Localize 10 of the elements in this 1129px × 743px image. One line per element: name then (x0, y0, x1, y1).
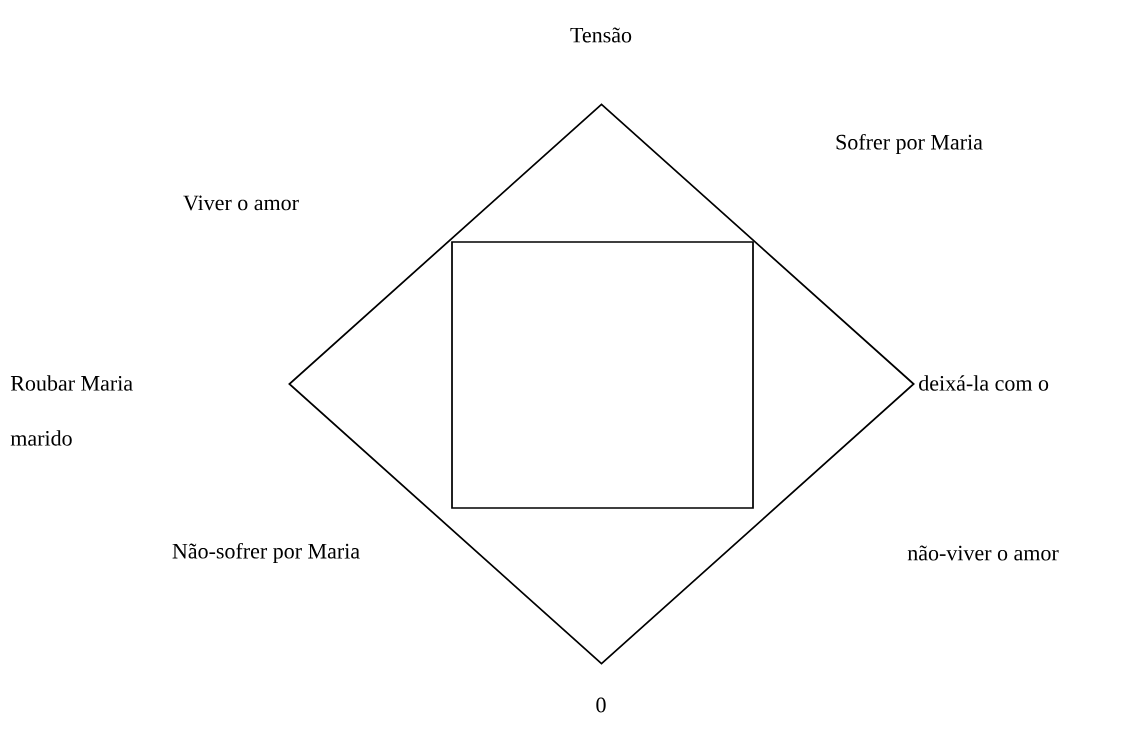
corner-label: Sofrer por Maria (836, 133, 983, 155)
corner-label: Viver o amor (183, 195, 299, 211)
corner-label: 0 (596, 697, 606, 713)
corner-label: não-viver o amor (907, 545, 1059, 561)
corner-label: marido (10, 430, 72, 446)
corner-label: deixá-la com o (919, 375, 1049, 391)
rectangle-box (451, 241, 754, 509)
corner-label: Roubar Maria (10, 375, 133, 391)
corner-label: Não-sofrer por Maria (172, 542, 360, 564)
corner-label: Tensão (570, 27, 632, 43)
